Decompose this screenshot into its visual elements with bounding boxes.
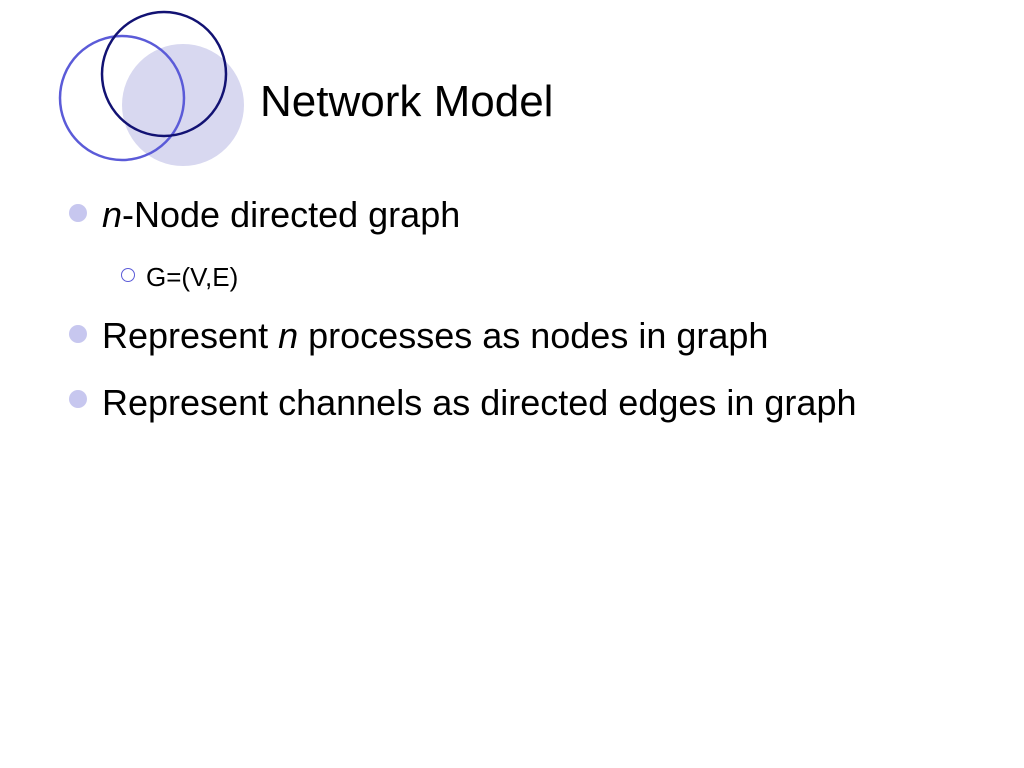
italic-variable: n xyxy=(278,315,299,356)
bullet-dot-icon xyxy=(69,204,87,222)
logo-outer-ring xyxy=(58,34,186,162)
bullet-text-before: Represent xyxy=(102,315,279,356)
sub-bullet-item-1: G=(V,E) xyxy=(0,259,1024,295)
bullet-ring-icon xyxy=(121,268,135,282)
italic-variable: n xyxy=(102,194,123,235)
logo-circles-graphic xyxy=(58,10,244,166)
bullet-item-2: Represent n processes as nodes in graph xyxy=(0,311,1024,361)
bullet-text-after: processes as nodes in graph xyxy=(298,315,769,356)
bullet-text-rest: -Node directed graph xyxy=(122,194,461,235)
bullet-dot-icon xyxy=(69,390,87,408)
bullet-item-1: n-Node directed graph xyxy=(0,190,1024,240)
bullet-text: n-Node directed graph xyxy=(102,190,460,240)
sub-bullet-text: G=(V,E) xyxy=(146,262,239,292)
slide-title: Network Model xyxy=(260,77,554,126)
logo-inner-ring xyxy=(100,10,228,138)
bullet-item-3: Represent channels as directed edges in … xyxy=(0,376,1024,486)
bullet-text: Represent channels as directed edges in … xyxy=(102,382,857,423)
bullet-dot-icon xyxy=(69,325,87,343)
bullet-text: Represent n processes as nodes in graph xyxy=(102,311,768,361)
